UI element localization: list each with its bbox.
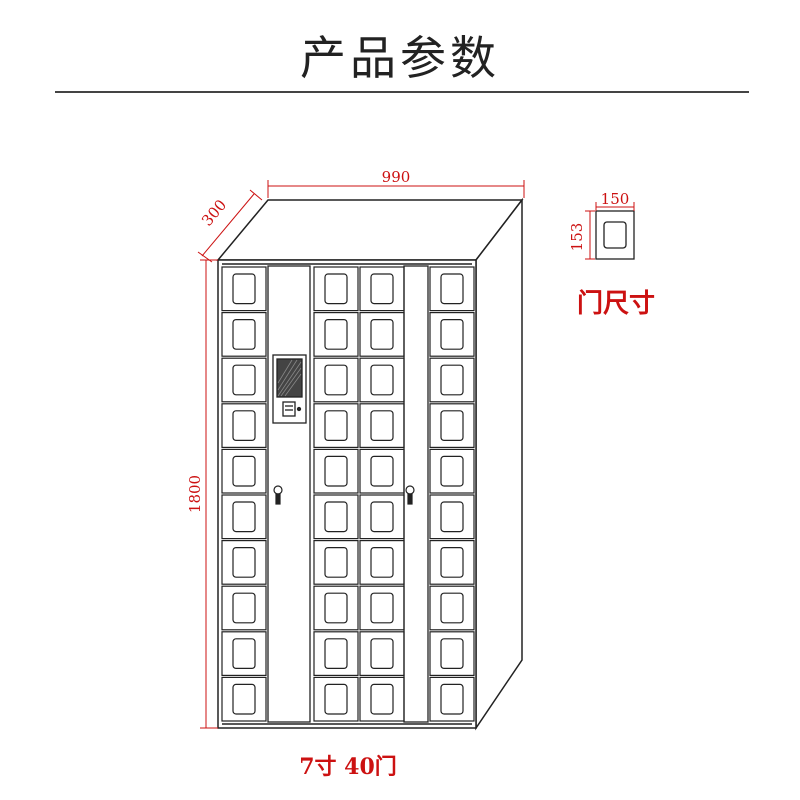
door-width-dimension	[595, 202, 635, 211]
height-dimension	[200, 259, 218, 729]
lock-right-icon	[405, 485, 415, 505]
locker-door-window	[324, 455, 348, 487]
locker-door-window	[440, 546, 464, 578]
locker-door-window	[324, 592, 348, 624]
door-detail	[585, 202, 635, 260]
cabinet-top-face	[216, 199, 524, 261]
locker-door-window	[232, 455, 256, 487]
locker-door-window	[370, 638, 394, 669]
height-label: 1800	[186, 475, 204, 513]
locker-door-window	[440, 273, 464, 305]
door-height-dimension	[585, 210, 595, 260]
depth-label: 300	[198, 196, 230, 230]
locker-door-window	[324, 364, 348, 396]
locker-door-window	[370, 364, 394, 396]
panel-strip-right	[403, 265, 429, 723]
locker-door-window	[370, 410, 394, 441]
locker-door-window	[232, 546, 256, 578]
locker-door-window	[232, 683, 256, 715]
title-divider	[55, 91, 749, 93]
door-size-caption: 门尺寸	[577, 289, 655, 319]
width-label: 990	[382, 168, 411, 186]
locker-door-window	[440, 364, 464, 396]
locker-door-window	[324, 273, 348, 305]
locker-door-window	[370, 455, 394, 487]
door-grid	[221, 266, 475, 722]
locker-door-window	[232, 364, 256, 396]
locker-door-window	[232, 273, 256, 305]
locker-door-window	[232, 592, 256, 624]
locker-door-window	[440, 592, 464, 624]
locker-door-window	[440, 683, 464, 715]
locker-door-window	[370, 273, 394, 305]
locker-door-window	[324, 501, 348, 533]
control-panel	[267, 265, 429, 723]
cabinet-side-face	[475, 197, 523, 731]
door-detail-inner	[603, 221, 627, 249]
screen-hatch	[277, 359, 302, 397]
card-reader	[282, 401, 296, 417]
door-height-label: 153	[568, 223, 586, 252]
locker-door-window	[324, 546, 348, 578]
page-title: 产品参数	[300, 31, 500, 85]
locker-door-window	[324, 683, 348, 715]
locker-door-window	[440, 638, 464, 669]
locker-door-window	[370, 592, 394, 624]
locker-door-window	[324, 410, 348, 441]
width-dimension	[267, 180, 525, 198]
locker-door-window	[440, 410, 464, 441]
locker-door-window	[370, 319, 394, 350]
cabinet-caption: 7寸 40门	[299, 754, 397, 780]
locker-door-window	[232, 501, 256, 533]
locker-door-window	[370, 546, 394, 578]
locker-door-window	[232, 319, 256, 350]
locker-door-window	[440, 455, 464, 487]
locker-door-window	[232, 410, 256, 441]
locker-door-window	[232, 638, 256, 669]
locker-door-window	[440, 319, 464, 350]
locker-door-window	[324, 319, 348, 350]
locker-door-window	[370, 683, 394, 715]
locker-door-window	[324, 638, 348, 669]
locker-door-window	[440, 501, 464, 533]
panel-strip-left	[267, 265, 311, 723]
door-width-label: 150	[601, 190, 630, 208]
lock-left-icon	[273, 485, 283, 505]
locker-door-window	[370, 501, 394, 533]
